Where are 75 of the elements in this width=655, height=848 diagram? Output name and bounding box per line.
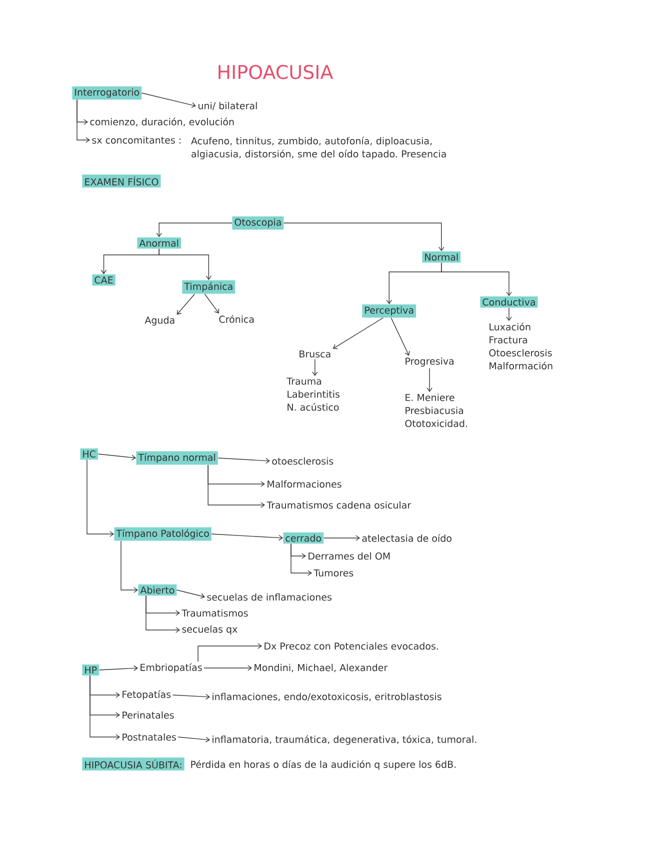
arrow [176, 294, 196, 315]
highlighted-label: Interrogatorio [72, 86, 142, 100]
text-label: Perinatales [122, 711, 174, 719]
arrow [290, 544, 312, 576]
text-label: sx concomitantes : [92, 136, 180, 144]
arrow [426, 368, 432, 392]
highlighted-label: HC [80, 448, 98, 460]
text-label: secuelas de inflamaciones [207, 593, 332, 601]
arrow [156, 222, 232, 238]
arrow [323, 535, 360, 541]
highlighted-label: Conductiva [480, 296, 538, 308]
arrow [390, 317, 410, 356]
arrow [90, 675, 120, 740]
highlighted-label: Timpánica [182, 280, 236, 294]
text-label: Malformaciones [268, 480, 342, 488]
text-label: atelectasia de oído [362, 534, 452, 542]
highlighted-label: Tímpano normal [136, 451, 218, 465]
title: HIPOACUSIA [218, 64, 334, 80]
text-label: secuelas qx [182, 625, 238, 635]
highlighted-label: Abierto [138, 584, 177, 596]
highlighted-label: Anormal [137, 237, 181, 249]
text-label: Embriopatías [140, 663, 202, 673]
highlighted-label: Otoscopia [232, 216, 284, 230]
text-label: Traumatismos cadena osicular [266, 501, 412, 509]
text-label: Tumores [314, 569, 354, 577]
highlighted-label: HIPOACUSIA SÚBITA: [82, 758, 184, 770]
highlighted-label: Normal [422, 251, 461, 263]
arrow [284, 222, 444, 252]
highlighted-label: EXAMEN FÍSICO [82, 174, 161, 188]
text-label: inflamatoria, traumática, degenerativa, tóxica, tumoral. [212, 735, 476, 745]
highlighted-label: Perceptiva [362, 304, 416, 318]
text-label: Fetopatías [122, 690, 171, 700]
arrow [211, 534, 283, 541]
text-label: Trauma Laberintitis N. acústico [286, 378, 340, 411]
text-label: Progresiva [406, 357, 454, 367]
text-label: E. Meniere Presbiacusia Ototoxicidad. [405, 394, 467, 428]
highlighted-label: cerrado [283, 532, 324, 544]
text-label: otoesclerosis [272, 457, 334, 465]
arrow [204, 665, 252, 671]
arrow [98, 454, 136, 460]
text-label: Postnatales [122, 733, 176, 741]
text-label: Aguda [144, 316, 174, 326]
text-label: Mondini, Michael, Alexander [254, 664, 388, 672]
arrow [198, 643, 262, 662]
text-label: uni/ bilateral [198, 102, 257, 110]
arrow [76, 99, 90, 143]
arrow [141, 92, 196, 108]
arrow [312, 358, 318, 376]
arrow [86, 459, 114, 537]
arrow [98, 665, 138, 672]
arrow [120, 540, 138, 593]
arrow [441, 262, 512, 296]
text-label: Derrames del OM [308, 552, 390, 560]
arrow [172, 694, 210, 700]
text-label: Traumatismos [182, 609, 248, 617]
arrow [218, 458, 270, 464]
arrow [178, 736, 210, 742]
arrow [176, 590, 205, 599]
note-text: Pérdida en horas o días de la audición q supere los 6dB. [191, 760, 456, 770]
text-label: Brusca [300, 350, 330, 358]
text-label: comienzo, duración, evolución [90, 118, 234, 126]
arrow [506, 308, 512, 321]
highlighted-label: CAE [92, 274, 116, 286]
arrow [332, 317, 384, 350]
arrow [158, 248, 212, 280]
highlighted-label: Tímpano Patológico [114, 527, 212, 541]
text-label: Luxación Fractura Otoesclerosis Malformación [489, 322, 552, 370]
text-label: inflamaciones, endo/exotoxicosis, eritroblastosis [212, 692, 442, 702]
highlighted-label: HP [82, 664, 100, 676]
text-label: Crónica [219, 315, 254, 323]
arrow [208, 464, 265, 508]
note-text: Acufeno, tinnitus, zumbido, autofonía, diploacusia, algiacusia, distorsión, sme del oído tapado. Presencia [191, 136, 446, 160]
text-label: Dx Precoz con Potenciales evocados. [264, 642, 438, 650]
arrow [146, 596, 180, 633]
arrow [204, 294, 219, 314]
